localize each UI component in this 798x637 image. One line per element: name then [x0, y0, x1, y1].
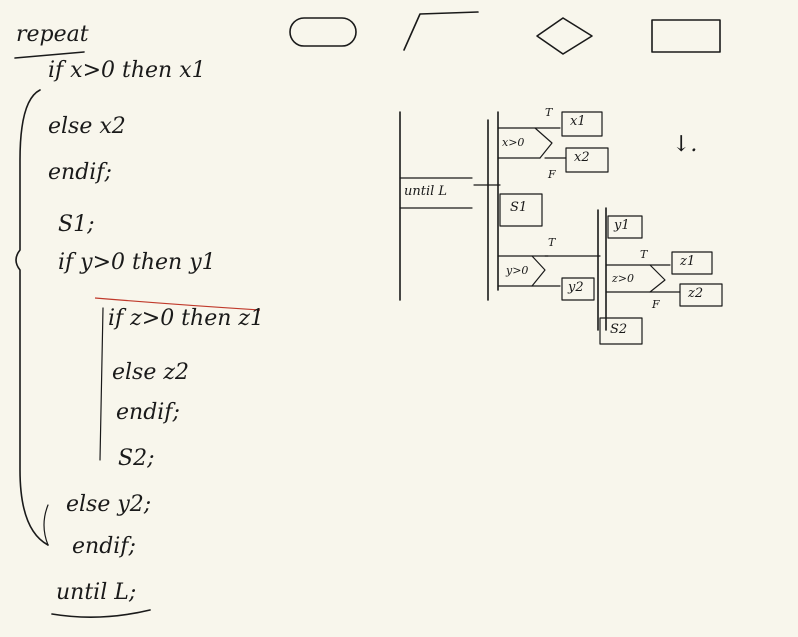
- code-else-x: else x2: [48, 114, 126, 139]
- red-divider: [94, 297, 261, 311]
- diagram-cond-y: y>0: [506, 264, 529, 277]
- code-else-y: else y2;: [66, 492, 152, 517]
- diagram-y-true: T: [548, 236, 556, 249]
- code-s1: S1;: [58, 212, 95, 237]
- z-cond-arrow: [649, 264, 666, 293]
- outer-brace: [15, 89, 49, 546]
- diagram-z1: z1: [680, 254, 696, 269]
- code-endif-3: endif;: [72, 534, 136, 559]
- z2-box: [679, 283, 723, 307]
- z-block-bracket: [99, 307, 104, 461]
- code-if-y: if y>0 then y1: [58, 250, 216, 275]
- x1-box: [561, 111, 603, 137]
- code-if-z: if z>0 then z1: [108, 306, 264, 331]
- diagram-z-true: T: [640, 248, 648, 261]
- diagram-x2: x2: [574, 150, 590, 165]
- inner-brace-bottom: [43, 504, 49, 546]
- s1-box: [499, 193, 543, 227]
- io-shape: [403, 11, 479, 51]
- code-s2: S2;: [118, 446, 155, 471]
- x2-box: [565, 147, 609, 173]
- code-else-z: else z2: [112, 360, 189, 385]
- code-endif-1: endif;: [48, 160, 112, 185]
- diagram-s2: S2: [610, 322, 628, 337]
- diagram-x1: x1: [570, 114, 586, 129]
- s2-box: [599, 317, 643, 345]
- y1-box: [607, 215, 643, 239]
- code-repeat: repeat: [16, 22, 89, 47]
- decision-shape: [536, 17, 593, 55]
- repeat-underline: [14, 51, 85, 59]
- down-arrow: ↓.: [672, 132, 698, 157]
- x-cond-arrow: [534, 127, 553, 159]
- diagram-y2: y2: [568, 280, 584, 295]
- diagram-until-label: until L: [404, 184, 448, 199]
- until-underline: [51, 609, 151, 618]
- code-endif-2: endif;: [116, 400, 180, 425]
- terminal-shape: [289, 17, 357, 47]
- y2-box: [561, 277, 595, 301]
- diagram-x-false: F: [548, 168, 556, 181]
- diagram-z-false: F: [652, 298, 660, 311]
- diagram-y1: y1: [614, 218, 630, 233]
- code-until: until L;: [56, 580, 137, 605]
- diagram-z2: z2: [688, 286, 704, 301]
- process-shape: [651, 19, 721, 53]
- z1-box: [671, 251, 713, 275]
- y-cond-arrow: [531, 255, 546, 287]
- diagram-s1: S1: [510, 200, 528, 215]
- diagram-x-true: T: [545, 106, 553, 119]
- diagram-cond-z: z>0: [612, 272, 635, 285]
- diagram-cond-x: x>0: [502, 136, 525, 149]
- code-if-x: if x>0 then x1: [48, 58, 206, 83]
